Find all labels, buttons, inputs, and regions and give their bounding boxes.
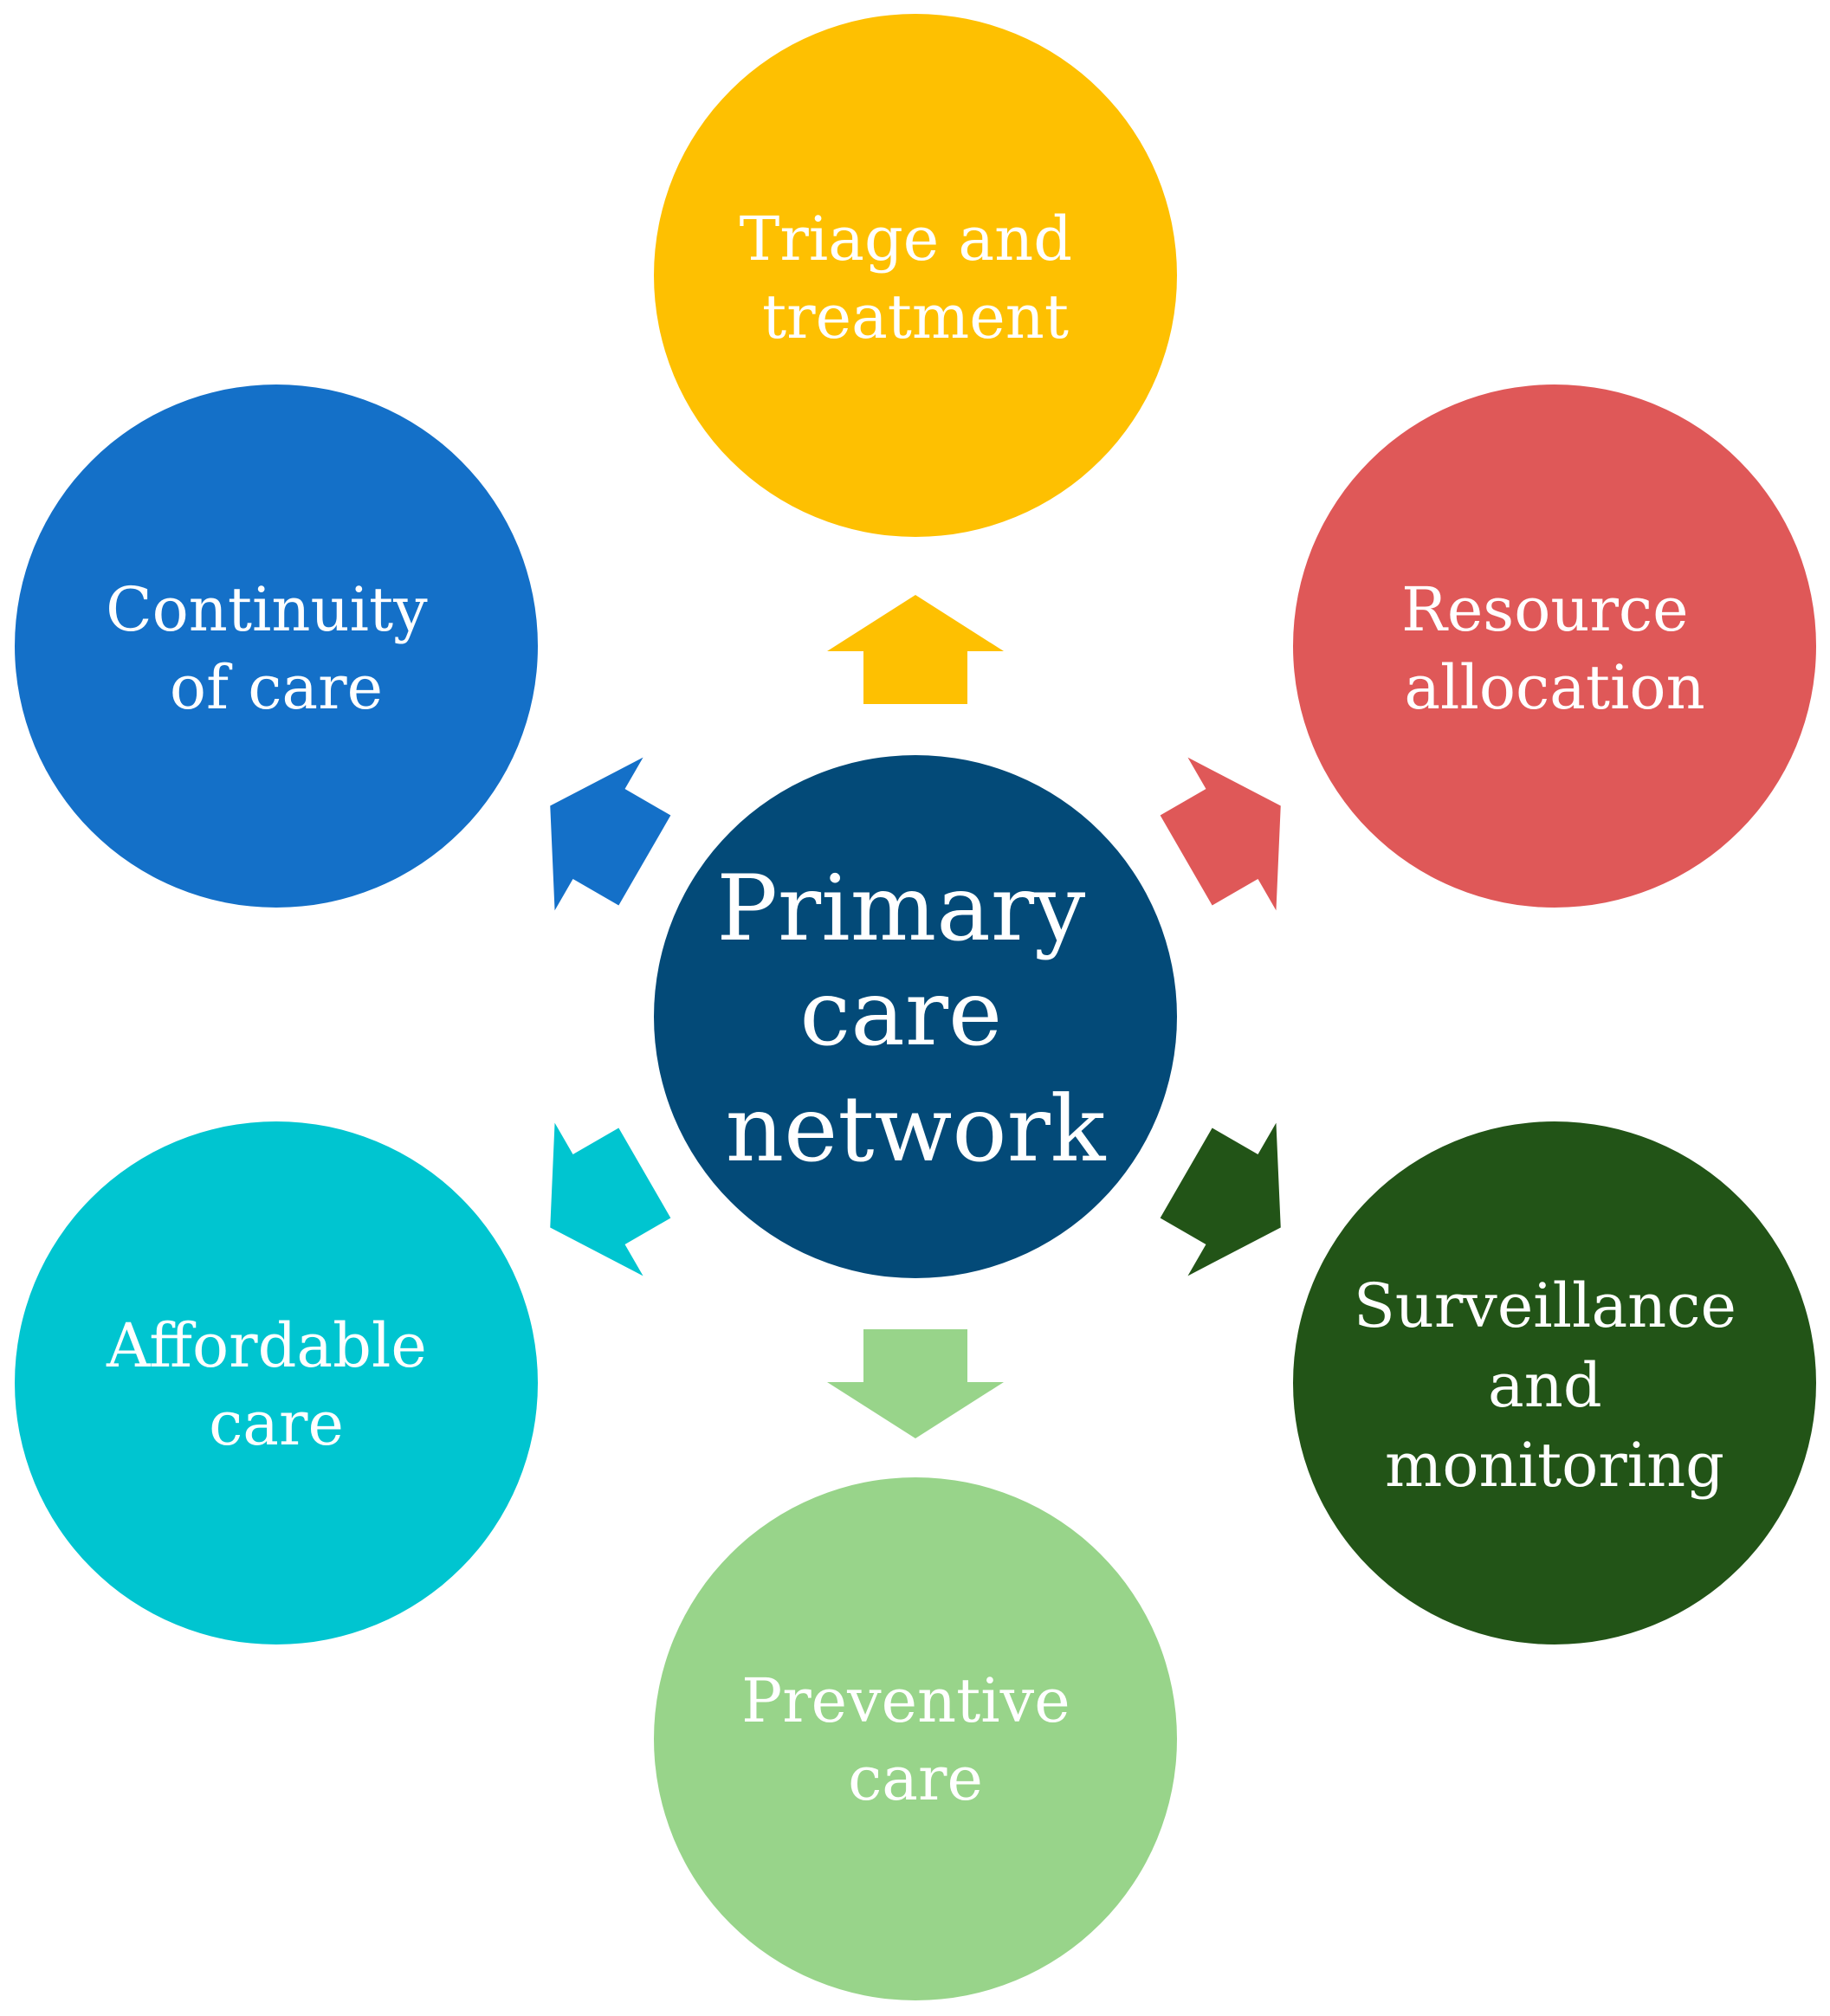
arrow-down-icon — [827, 1329, 1004, 1438]
affordable-label: Affordable care — [106, 1310, 446, 1459]
arrow-to-affordable — [550, 1122, 671, 1276]
arrow-up-left-icon — [550, 757, 671, 911]
node-triage-and-treatment: Triage and treatment — [654, 14, 1177, 537]
arrow-down-left-icon — [550, 1122, 671, 1276]
arrow-to-preventive — [827, 1329, 1004, 1438]
surveillance-circle — [1293, 1121, 1816, 1644]
arrow-down-right-icon — [1160, 1122, 1281, 1276]
arrow-to-continuity — [550, 757, 671, 911]
center-node: Primary care network — [654, 755, 1177, 1278]
resource-label: Resource allocation — [1401, 574, 1708, 723]
node-continuity-of-care: Continuity of care — [15, 384, 538, 908]
node-preventive-care: Preventive care — [654, 1477, 1177, 2000]
continuity-label: Continuity of care — [106, 574, 447, 723]
surveillance-label: Surveillance and monitoring — [1354, 1270, 1756, 1501]
arrow-up-icon — [827, 595, 1004, 704]
preventive-label: Preventive care — [741, 1665, 1090, 1814]
arrow-to-resource — [1160, 757, 1281, 911]
preventive-circle — [654, 1477, 1177, 2000]
continuity-circle — [15, 384, 538, 908]
triage-label: Triage and treatment — [740, 204, 1092, 352]
node-affordable-care: Affordable care — [15, 1121, 538, 1644]
center-circle — [654, 755, 1177, 1278]
arrow-to-triage — [827, 595, 1004, 704]
affordable-circle — [15, 1121, 538, 1644]
node-resource-allocation: Resource allocation — [1293, 384, 1816, 908]
resource-circle — [1293, 384, 1816, 908]
arrow-up-right-icon — [1160, 757, 1281, 911]
triage-circle — [654, 14, 1177, 537]
node-surveillance-and-monitoring: Surveillance and monitoring — [1293, 1121, 1816, 1644]
center-label: Primary care network — [716, 856, 1115, 1182]
arrow-to-surveillance — [1160, 1122, 1281, 1276]
